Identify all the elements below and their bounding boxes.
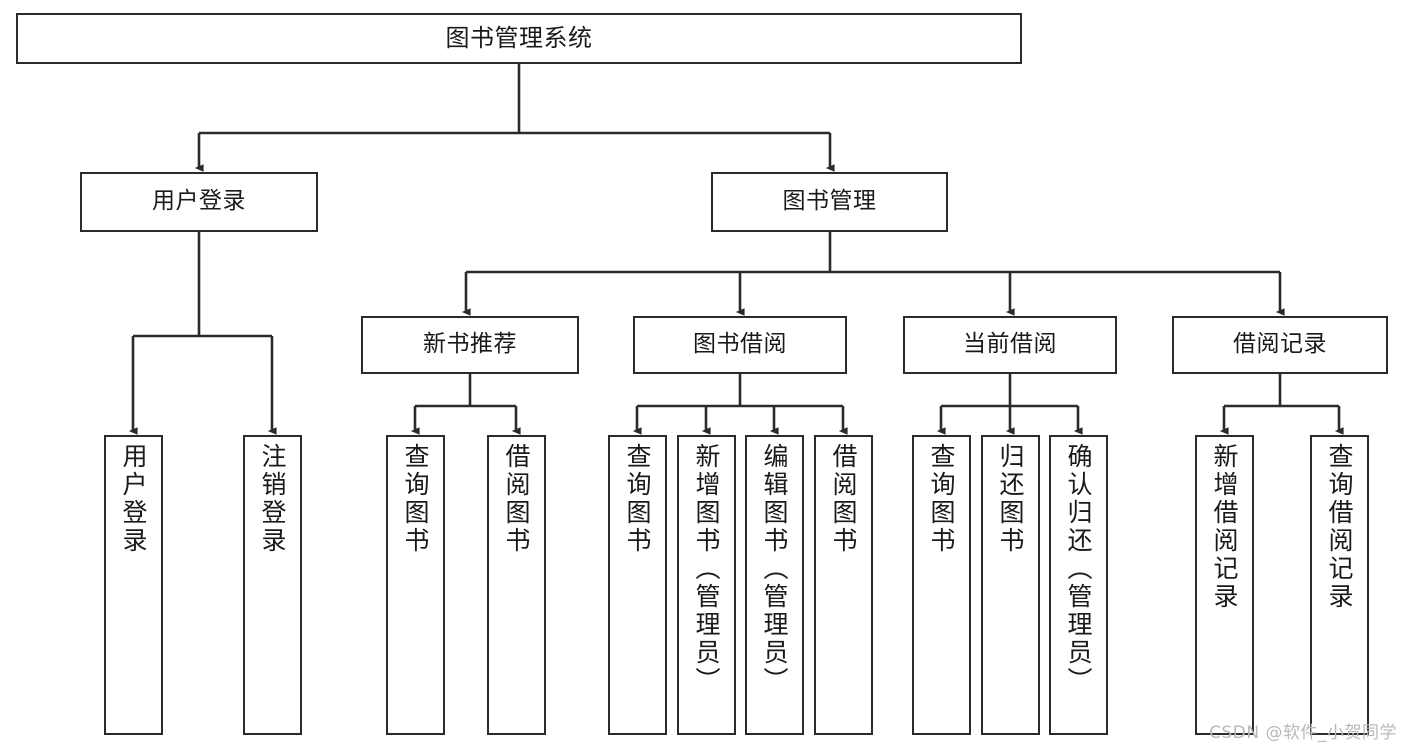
node-book-borrow[interactable]: 图书借阅 bbox=[633, 316, 847, 374]
leaf-add-borrow-record[interactable]: 新增借阅记录 bbox=[1195, 435, 1254, 735]
leaf-edit-book-admin[interactable]: 编辑图书（管理员） bbox=[745, 435, 804, 735]
leaf-logout-login[interactable]: 注销登录 bbox=[243, 435, 302, 735]
node-new-book-recommend[interactable]: 新书推荐 bbox=[361, 316, 579, 374]
leaf-user-login[interactable]: 用户登录 bbox=[104, 435, 163, 735]
node-label: 图书管理系统 bbox=[445, 24, 593, 53]
leaf-query-book-recommend[interactable]: 查询图书 bbox=[386, 435, 445, 735]
node-label: 用户登录 bbox=[119, 443, 148, 555]
leaf-query-book-current[interactable]: 查询图书 bbox=[912, 435, 971, 735]
node-user-login[interactable]: 用户登录 bbox=[80, 172, 318, 232]
leaf-borrow-book-recommend[interactable]: 借阅图书 bbox=[487, 435, 546, 735]
node-label: 查询图书 bbox=[927, 443, 956, 555]
node-label: 归还图书 bbox=[996, 443, 1025, 555]
node-label: 新增借阅记录 bbox=[1210, 443, 1239, 611]
node-label: 查询借阅记录 bbox=[1325, 443, 1354, 611]
node-label: 当前借阅 bbox=[963, 331, 1057, 358]
leaf-return-book[interactable]: 归还图书 bbox=[981, 435, 1040, 735]
node-current-borrow[interactable]: 当前借阅 bbox=[903, 316, 1117, 374]
node-label: 图书管理 bbox=[782, 188, 877, 215]
leaf-query-book-borrow[interactable]: 查询图书 bbox=[608, 435, 667, 735]
node-label: 借阅记录 bbox=[1233, 331, 1327, 358]
node-label: 新书推荐 bbox=[423, 331, 517, 358]
node-label: 用户登录 bbox=[152, 188, 246, 215]
csdn-watermark: CSDN @软件_小贺同学 bbox=[1209, 723, 1397, 743]
node-label: 新增图书（管理员） bbox=[692, 443, 721, 695]
node-label: 编辑图书（管理员） bbox=[760, 443, 789, 695]
node-book-manage[interactable]: 图书管理 bbox=[711, 172, 948, 232]
node-label: 图书借阅 bbox=[693, 331, 787, 358]
node-root-book-management-system[interactable]: 图书管理系统 bbox=[16, 13, 1022, 64]
node-borrow-record[interactable]: 借阅记录 bbox=[1172, 316, 1388, 374]
node-label: 借阅图书 bbox=[829, 443, 858, 555]
leaf-confirm-return-admin[interactable]: 确认归还（管理员） bbox=[1049, 435, 1108, 735]
node-label: 查询图书 bbox=[401, 443, 430, 555]
leaf-add-book-admin[interactable]: 新增图书（管理员） bbox=[677, 435, 736, 735]
node-label: 借阅图书 bbox=[502, 443, 531, 555]
node-label: 注销登录 bbox=[258, 443, 287, 555]
leaf-borrow-book[interactable]: 借阅图书 bbox=[814, 435, 873, 735]
node-label: 查询图书 bbox=[623, 443, 652, 555]
leaf-query-borrow-record[interactable]: 查询借阅记录 bbox=[1310, 435, 1369, 735]
node-label: 确认归还（管理员） bbox=[1064, 443, 1093, 695]
